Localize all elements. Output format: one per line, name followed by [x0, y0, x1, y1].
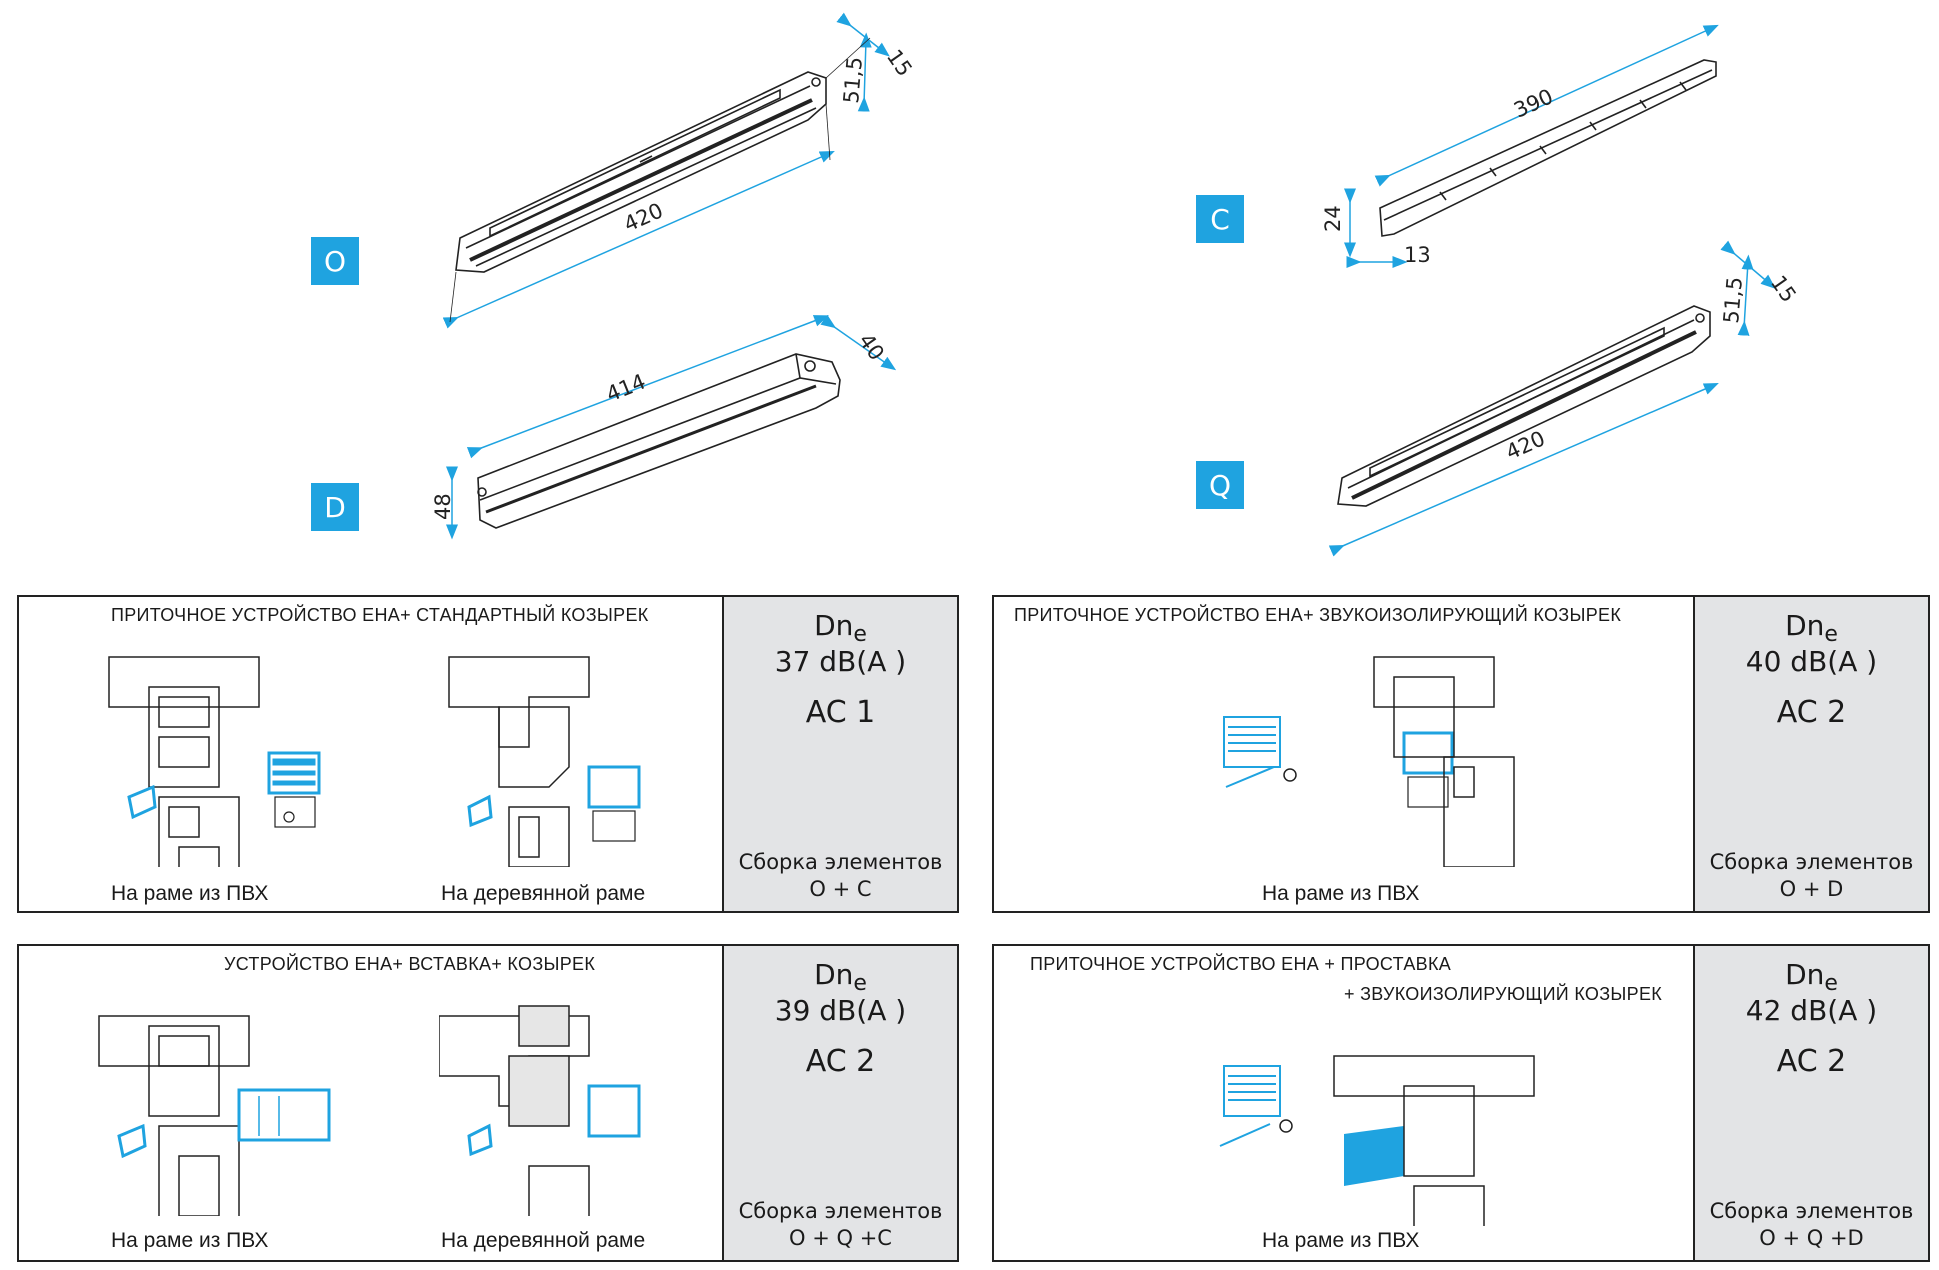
panel-title: ПРИТОЧНОЕ УСТРОЙСТВО ЕНА+ ЗВУКОИЗОЛИРУЮЩ…	[1014, 605, 1622, 625]
product-o-drawing	[455, 71, 827, 273]
panel-title: ПРИТОЧНОЕ УСТРОЙСТВО ЕНА+ СТАНДАРТНЫЙ КО…	[111, 605, 649, 625]
label-d: D	[311, 483, 359, 531]
panel-insert-visor: УСТРОЙСТВО ЕНА+ ВСТАВКА+ КОЗЫРЕК На раме	[17, 944, 959, 1262]
acoustic-info: Dne 40 dB(A ) AC 2 Сборка элементов O + …	[1693, 597, 1928, 911]
caption-wood: На деревянной раме	[441, 1229, 646, 1252]
pvc-frame-section	[108, 656, 321, 867]
caption-wood: На деревянной раме	[441, 882, 646, 905]
panel-soundproof-visor: ПРИТОЧНОЕ УСТРОЙСТВО ЕНА+ ЗВУКОИЗОЛИРУЮЩ…	[992, 595, 1930, 913]
caption-pvc: На раме из ПВХ	[1262, 882, 1420, 905]
label-o: O	[311, 237, 359, 285]
pvc-frame-section	[1223, 656, 1515, 867]
dn-label: Dne	[1785, 609, 1838, 647]
dn-label: Dne	[1785, 958, 1838, 996]
ac-class: AC 2	[1776, 1044, 1847, 1079]
ac-class: AC 2	[1776, 695, 1847, 730]
product-d-dimensions	[446, 314, 897, 540]
c-length-label: 390	[1510, 84, 1556, 122]
acoustic-info: Dne 39 dB(A ) AC 2 Сборка элементов O + …	[722, 946, 957, 1260]
panel-title-line2: + ЗВУКОИЗОЛИРУЮЩИЙ КОЗЫРЕК	[1344, 984, 1663, 1004]
product-drawings: 420 51,5 15 414 48 40 390 24 13	[431, 12, 1801, 557]
acoustic-info: Dne 42 dB(A ) AC 2 Сборка элементов O + …	[1693, 946, 1928, 1260]
wood-frame-section	[439, 1005, 641, 1216]
label-c: C	[1196, 195, 1244, 243]
ac-class: AC 2	[805, 1044, 876, 1079]
db-value: 40 dB(A )	[1745, 645, 1878, 678]
q-depth-label: 15	[1766, 271, 1801, 307]
d-length-label: 414	[603, 369, 649, 406]
product-o-dimensions	[442, 12, 890, 329]
db-value: 39 dB(A )	[774, 994, 907, 1027]
caption-pvc: На раме из ПВХ	[111, 1229, 269, 1252]
panel-title: ПРИТОЧНОЕ УСТРОЙСТВО ЕНА + ПРОСТАВКА	[1030, 954, 1452, 974]
d-height-label: 48	[431, 493, 455, 520]
pvc-frame-section	[98, 1015, 331, 1216]
ac-class: AC 1	[805, 695, 876, 730]
panel-title: УСТРОЙСТВО ЕНА+ ВСТАВКА+ КОЗЫРЕК	[224, 954, 596, 974]
wood-frame-section	[448, 656, 641, 867]
product-c-dimensions	[1344, 24, 1719, 268]
assembly: Сборка элементов O + Q +D	[1709, 1199, 1914, 1250]
c-depth-label: 13	[1404, 243, 1431, 267]
db-value: 42 dB(A )	[1745, 994, 1878, 1027]
caption-pvc: На раме из ПВХ	[1262, 1229, 1420, 1252]
label-q: Q	[1196, 461, 1244, 509]
assembly: Сборка элементов O + D	[1709, 850, 1914, 901]
o-depth-label: 15	[882, 45, 917, 81]
panel-spacer-soundproof-visor: ПРИТОЧНОЕ УСТРОЙСТВО ЕНА + ПРОСТАВКА + З…	[992, 944, 1930, 1262]
panel-standard-visor: ПРИТОЧНОЕ УСТРОЙСТВО ЕНА+ СТАНДАРТНЫЙ КО…	[17, 595, 959, 913]
product-q-dimensions	[1328, 240, 1776, 557]
c-height-label: 24	[1321, 205, 1345, 232]
o-height-label: 51,5	[839, 56, 867, 105]
assembly: Сборка элементов O + Q +C	[738, 1199, 943, 1250]
dn-label: Dne	[814, 958, 867, 996]
pvc-frame-section	[1219, 1055, 1535, 1226]
q-height-label: 51,5	[1719, 276, 1747, 325]
d-depth-label: 40	[854, 329, 889, 365]
assembly: Сборка элементов O + C	[738, 850, 943, 901]
product-q-drawing	[1337, 305, 1711, 507]
dn-label: Dne	[814, 609, 867, 647]
acoustic-info: Dne 37 dB(A ) AC 1 Сборка элементов O + …	[722, 597, 957, 911]
product-c-drawing	[1379, 59, 1717, 237]
db-value: 37 dB(A )	[774, 645, 907, 678]
caption-pvc: На раме из ПВХ	[111, 882, 269, 905]
